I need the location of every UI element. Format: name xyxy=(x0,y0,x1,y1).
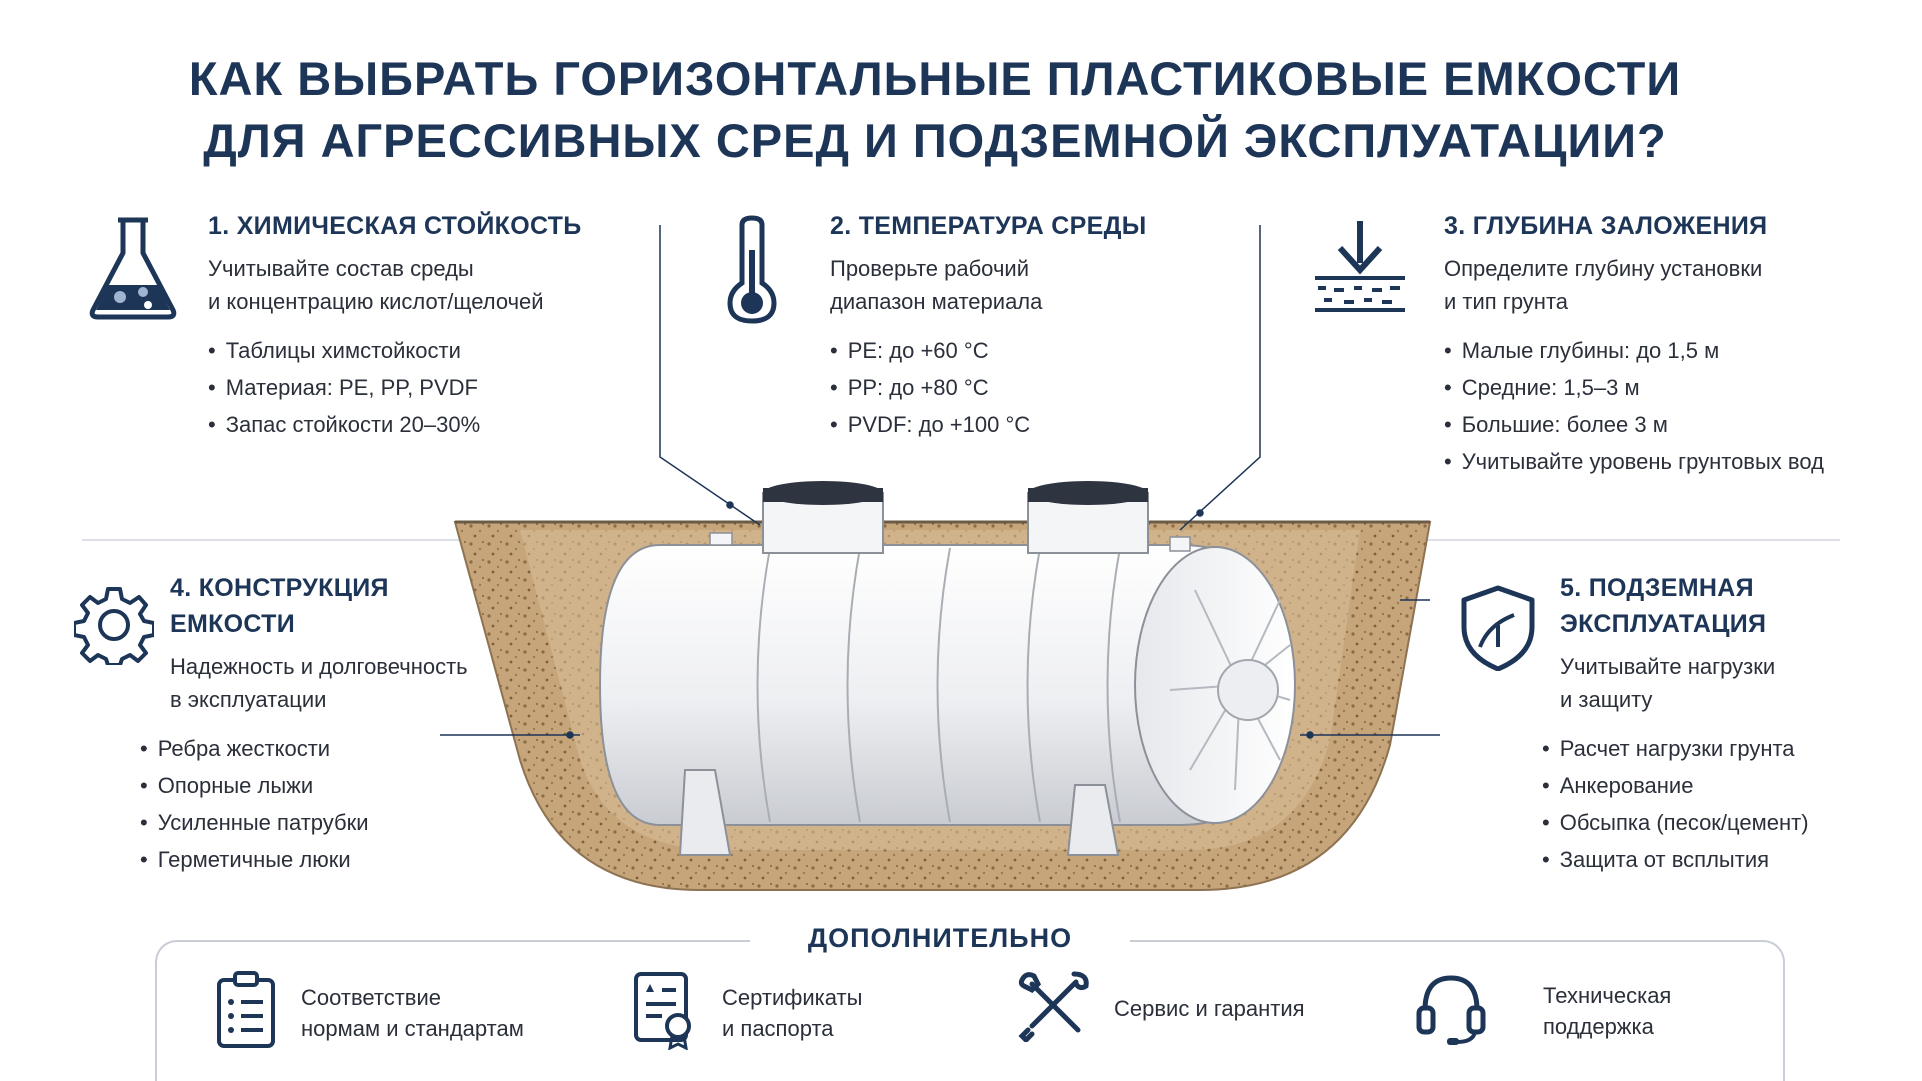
section-description: Учитывайте состав среды и концентрацию к… xyxy=(208,256,544,314)
flask-icon xyxy=(88,215,178,320)
headset-icon xyxy=(1415,970,1487,1051)
title-line-2: ДЛЯ АГРЕССИВНЫХ СРЕД И ПОДЗЕМНОЙ ЭКСПЛУА… xyxy=(203,114,1667,167)
list-item: Защита от всплытия xyxy=(1542,841,1809,878)
list-item: Материая: PE, PP, PVDF xyxy=(208,369,582,406)
section-construction: 4. КОНСТРУКЦИЯ ЕМКОСТИ Надежность и долг… xyxy=(158,570,468,878)
list-item: Анкерование xyxy=(1542,767,1809,804)
section-list: Ребра жесткости Опорные лыжи Усиленные п… xyxy=(140,730,468,878)
shield-icon xyxy=(1460,585,1536,671)
section-list: Таблицы химстойкости Материая: PE, PP, P… xyxy=(208,332,582,443)
extra-item-support: Техническая поддержка xyxy=(1415,970,1671,1051)
extra-item-label: Сервис и гарантия xyxy=(1114,996,1305,1021)
page-title: КАК ВЫБРАТЬ ГОРИЗОНТАЛЬНЫЕ ПЛАСТИКОВЫЕ Е… xyxy=(0,48,1870,172)
section-heading: 3. ГЛУБИНА ЗАЛОЖЕНИЯ xyxy=(1444,212,1768,240)
section-list: Расчет нагрузки грунта Анкерование Обсып… xyxy=(1542,730,1809,878)
extra-title: ДОПОЛНИТЕЛЬНО xyxy=(750,918,1130,958)
section-description: Определите глубину установки и тип грунт… xyxy=(1444,256,1763,314)
list-item: Таблицы химстойкости xyxy=(208,332,582,369)
section-list: Малые глубины: до 1,5 м Средние: 1,5–3 м… xyxy=(1444,332,1878,480)
section-depth: 3. ГЛУБИНА ЗАЛОЖЕНИЯ Определите глубину … xyxy=(1444,208,1878,480)
list-item: Учитывайте уровень грунтовых вод xyxy=(1444,443,1878,480)
support-skid-left xyxy=(678,769,732,856)
list-item: Опорные лыжи xyxy=(140,767,468,804)
list-item: Запас стойкости 20–30% xyxy=(208,406,582,443)
gear-icon xyxy=(74,585,154,665)
section-description: Учитывайте нагрузки и защиту xyxy=(1560,654,1776,712)
manhole-right xyxy=(1027,481,1149,554)
support-skid-right xyxy=(1066,784,1120,856)
section-list: PE: до +60 °C PP: до +80 °C PVDF: до +10… xyxy=(830,332,1147,443)
thermometer-icon xyxy=(722,215,782,325)
list-item: PE: до +60 °C xyxy=(830,332,1147,369)
list-item: Расчет нагрузки грунта xyxy=(1542,730,1809,767)
depth-arrow-icon xyxy=(1310,218,1410,318)
clipboard-icon xyxy=(215,970,277,1055)
section-chemical-resistance: 1. ХИМИЧЕСКАЯ СТОЙКОСТЬ Учитывайте соста… xyxy=(208,208,582,443)
list-item: Усиленные патрубки xyxy=(140,804,468,841)
list-item: Средние: 1,5–3 м xyxy=(1444,369,1878,406)
list-item: Герметичные люки xyxy=(140,841,468,878)
title-line-1: КАК ВЫБРАТЬ ГОРИЗОНТАЛЬНЫЕ ПЛАСТИКОВЫЕ Е… xyxy=(188,52,1682,105)
tools-icon xyxy=(1018,970,1090,1047)
list-item: Обсыпка (песок/цемент) xyxy=(1542,804,1809,841)
section-heading: 5. ПОДЗЕМНАЯ ЭКСПЛУАТАЦИЯ xyxy=(1560,574,1767,638)
extra-item-service: Сервис и гарантия xyxy=(1018,970,1305,1047)
list-item: Ребра жесткости xyxy=(140,730,468,767)
list-item: PP: до +80 °C xyxy=(830,369,1147,406)
tank-end-cap xyxy=(1134,546,1296,824)
extra-item-label: Техническая поддержка xyxy=(1543,982,1672,1039)
list-item: Большие: более 3 м xyxy=(1444,406,1878,443)
extra-item-certificates: Сертификаты и паспорта xyxy=(632,970,862,1055)
section-underground: 5. ПОДЗЕМНАЯ ЭКСПЛУАТАЦИЯ Учитывайте наг… xyxy=(1560,570,1809,878)
section-description: Проверьте рабочий диапазон материала xyxy=(830,256,1043,314)
section-heading: 2. ТЕМПЕРАТУРА СРЕДЫ xyxy=(830,212,1147,240)
manhole-left xyxy=(762,481,884,554)
extra-item-label: Соответствие нормам и стандартам xyxy=(301,984,524,1041)
certificate-icon xyxy=(632,970,698,1055)
section-heading: 1. ХИМИЧЕСКАЯ СТОЙКОСТЬ xyxy=(208,212,582,240)
list-item: PVDF: до +100 °C xyxy=(830,406,1147,443)
extra-item-standards: Соответствие нормам и стандартам xyxy=(215,970,524,1055)
list-item: Малые глубины: до 1,5 м xyxy=(1444,332,1878,369)
section-heading: 4. КОНСТРУКЦИЯ ЕМКОСТИ xyxy=(170,574,389,638)
extra-item-label: Сертификаты и паспорта xyxy=(722,984,863,1041)
section-description: Надежность и долговечность в эксплуатаци… xyxy=(170,654,468,712)
section-temperature: 2. ТЕМПЕРАТУРА СРЕДЫ Проверьте рабочий д… xyxy=(830,208,1147,443)
